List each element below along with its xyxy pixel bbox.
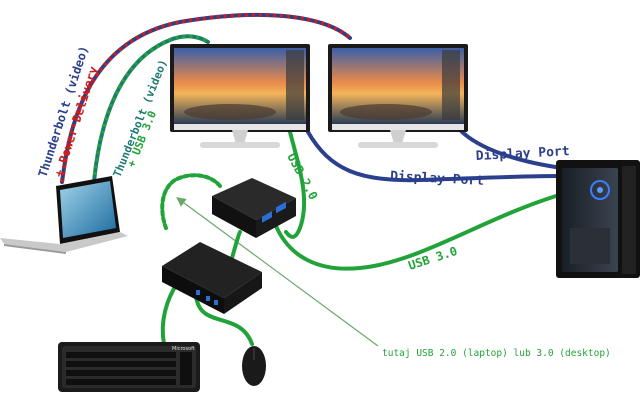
- desktop-tower-icon: [556, 160, 640, 278]
- laptop-icon: [0, 176, 128, 254]
- thunderbolt-usb3-cable-green: [92, 34, 210, 183]
- monitor-icon: [328, 44, 468, 148]
- usb20-cable: [284, 130, 307, 239]
- keyboard-icon: [58, 342, 200, 392]
- switch-loop-cable: [160, 173, 222, 230]
- monitor-icon: [170, 44, 310, 148]
- hub-switch-cable: [230, 230, 242, 260]
- usb-hub-icon: [162, 242, 262, 314]
- hub-keyboard-cable: [160, 280, 180, 346]
- display-port-label-2: Display Port: [390, 169, 485, 189]
- usb-switch-icon: [212, 178, 296, 238]
- hub-mouse-cable: [194, 294, 254, 346]
- display-port-label-1: Display Port: [475, 144, 570, 164]
- note-pointer-line: [176, 197, 379, 347]
- keyboard-brand-label: Microsoft: [172, 346, 195, 352]
- mouse-icon: [242, 346, 266, 386]
- note-label: tutaj USB 2.0 (laptop) lub 3.0 (desktop): [382, 348, 611, 359]
- thunderbolt-video-label-2: Thunderbolt (video): [111, 58, 170, 180]
- display-port-cable-1: [306, 130, 564, 183]
- usb30-cable: [274, 194, 558, 271]
- thunderbolt-pd-cable-red: [60, 12, 352, 183]
- display-port-cable-2: [458, 128, 564, 170]
